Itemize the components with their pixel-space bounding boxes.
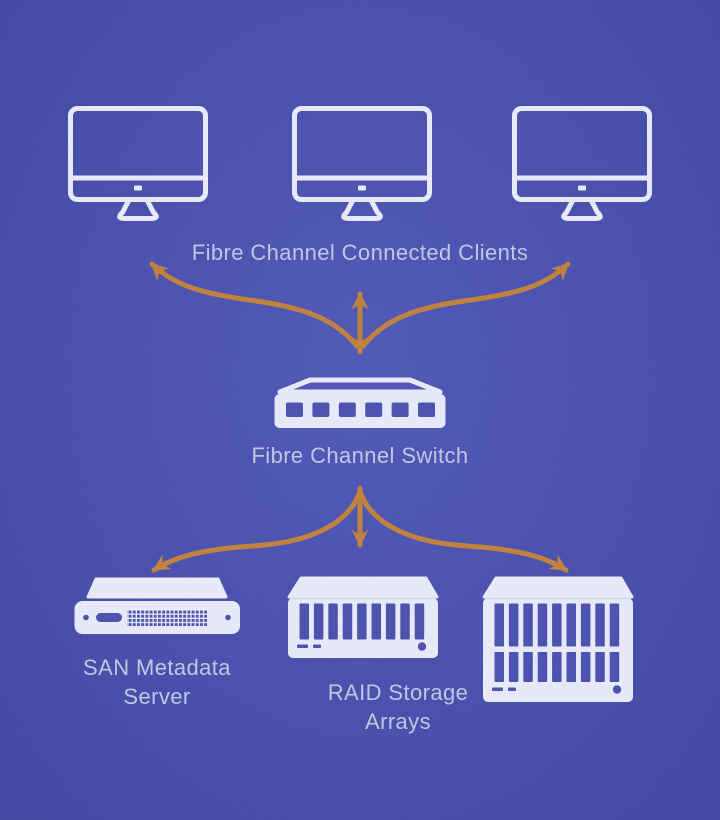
drive-bays [494, 603, 620, 647]
drive-bays [299, 603, 425, 640]
san-server-label-line1: SAN Metadata [83, 655, 231, 680]
double-arrow-icon [151, 485, 569, 573]
raid-array-icon [287, 576, 439, 658]
network-switch-icon [274, 377, 446, 428]
rack-server-icon [74, 577, 240, 634]
san-server-label-line2: Server [123, 684, 191, 709]
drive-bays [494, 652, 620, 682]
raid-array-tall-icon [482, 576, 634, 702]
raid-arrays-label: RAID Storage Arrays [298, 678, 498, 736]
san-server-label: SAN Metadata Server [57, 653, 257, 711]
raid-arrays-label-line2: Arrays [365, 709, 431, 734]
double-arrow-icon [149, 261, 571, 355]
raid-arrays-label-line1: RAID Storage [327, 680, 469, 705]
switch-label: Fibre Channel Switch [251, 443, 469, 468]
